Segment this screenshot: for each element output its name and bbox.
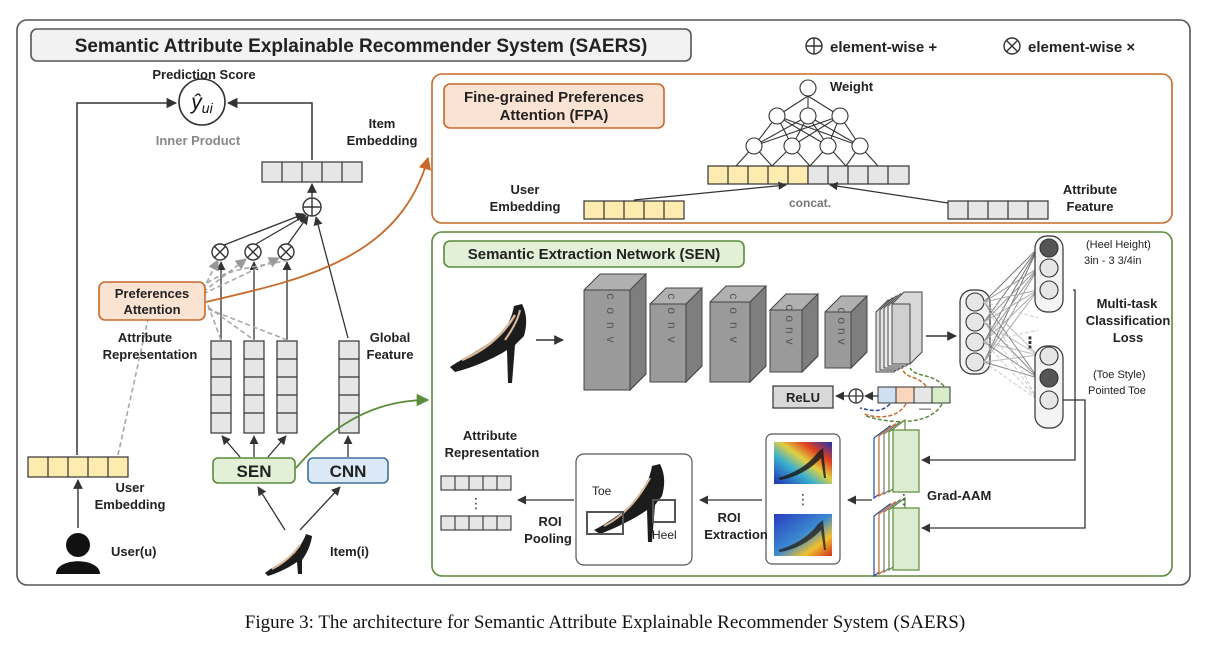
- minus-sign: —: [919, 401, 931, 415]
- toe-label: Toe: [592, 484, 612, 498]
- item-embedding-vector: [261, 161, 363, 183]
- conv-layers: [583, 272, 868, 392]
- attention-dashed-flows: [117, 257, 291, 456]
- item-label: Item(i): [330, 544, 369, 559]
- fpa-frame: [431, 73, 1173, 224]
- classifier-connections: [983, 247, 1039, 401]
- svg-text:conv: conv: [727, 293, 741, 350]
- feature-map-stack: [875, 291, 923, 373]
- weight-network: [735, 79, 879, 167]
- weighted-feature-vector: [877, 386, 951, 404]
- svg-text:conv: conv: [604, 293, 618, 350]
- item-shoe-image: [265, 534, 312, 576]
- gradient-dashed-flows: [859, 367, 945, 423]
- sen-box: [212, 457, 296, 484]
- legend-times-label: element-wise ×: [1028, 39, 1135, 56]
- sen-attribute-vectors: [440, 475, 512, 531]
- user-icon: [56, 533, 100, 574]
- heel-height-output: (Heel Height)3in - 3 3/4in: [1084, 239, 1151, 267]
- title-box: [30, 28, 692, 62]
- concat-label: concat.: [789, 196, 831, 210]
- sen-panel: Semantic Extraction Network (SEN): [431, 231, 1173, 578]
- relu-box: [772, 385, 834, 409]
- cnn-box: [307, 457, 389, 484]
- roi-shoe-image: [594, 464, 665, 542]
- attention-multiply-nodes: [211, 243, 295, 261]
- relu-label: ReLU: [786, 390, 820, 405]
- svg-text:conv: conv: [665, 293, 679, 350]
- heel-roi-box: [652, 499, 676, 523]
- grad-aam-stack-2: [873, 496, 920, 578]
- preferences-attention-box: [98, 281, 206, 321]
- sen-title-box: [443, 240, 745, 268]
- legend-plus-label: element-wise +: [830, 39, 937, 56]
- grad-aam-stack-1: [873, 418, 920, 500]
- toe-style-classifier: [1034, 345, 1064, 429]
- input-shoe-image: [450, 304, 527, 383]
- grad-aam-label: Grad-AAM: [927, 488, 991, 503]
- grad-aam-ellipsis: ⋮: [897, 491, 911, 507]
- heel-label: Heel: [652, 528, 677, 542]
- sen-title: Semantic Extraction Network (SEN): [468, 246, 721, 263]
- title: Semantic Attribute Explainable Recommend…: [75, 36, 648, 57]
- prediction-score-label: Prediction Score: [152, 67, 255, 82]
- fpa-attribute-feature-vector: [947, 200, 1049, 220]
- heatmap-ellipsis: ⋮: [796, 491, 810, 507]
- inner-product-label: Inner Product: [156, 133, 241, 148]
- svg-text:conv: conv: [783, 304, 797, 349]
- global-feature-vector: [338, 340, 360, 434]
- sen-label: SEN: [237, 462, 272, 481]
- legend: element-wise + element-wise ×: [805, 37, 1135, 56]
- sen-link-arrow: [295, 393, 430, 469]
- prediction-symbol: ŷui: [189, 91, 213, 116]
- cnn-label: CNN: [330, 462, 367, 481]
- outer-frame: [16, 19, 1191, 586]
- user-embedding-vector: [27, 456, 129, 478]
- heel-height-classifier: [1034, 235, 1064, 313]
- conv-labels: conv conv conv conv conv: [604, 293, 849, 350]
- user-label: User(u): [111, 544, 157, 559]
- sen-frame: [431, 231, 1173, 577]
- attribute-vectors-ellipsis: ⋮: [469, 495, 483, 511]
- toe-style-output: (Toe Style)Pointed Toe: [1088, 369, 1146, 397]
- prediction-node: [178, 78, 226, 126]
- fpa-user-embedding-vector: [583, 200, 685, 220]
- attribute-representation-vectors: [210, 340, 298, 434]
- weight-label: Weight: [830, 79, 874, 94]
- fpa-title-box: [443, 83, 665, 129]
- figure-caption: Figure 3: The architecture for Semantic …: [244, 612, 966, 633]
- toe-roi-box: [586, 511, 624, 535]
- svg-text:conv: conv: [835, 307, 849, 348]
- vertical-ellipsis-classifiers: ⋮: [1022, 335, 1038, 352]
- fpa-link-arrow: [205, 156, 432, 303]
- concat-vector: [707, 165, 910, 185]
